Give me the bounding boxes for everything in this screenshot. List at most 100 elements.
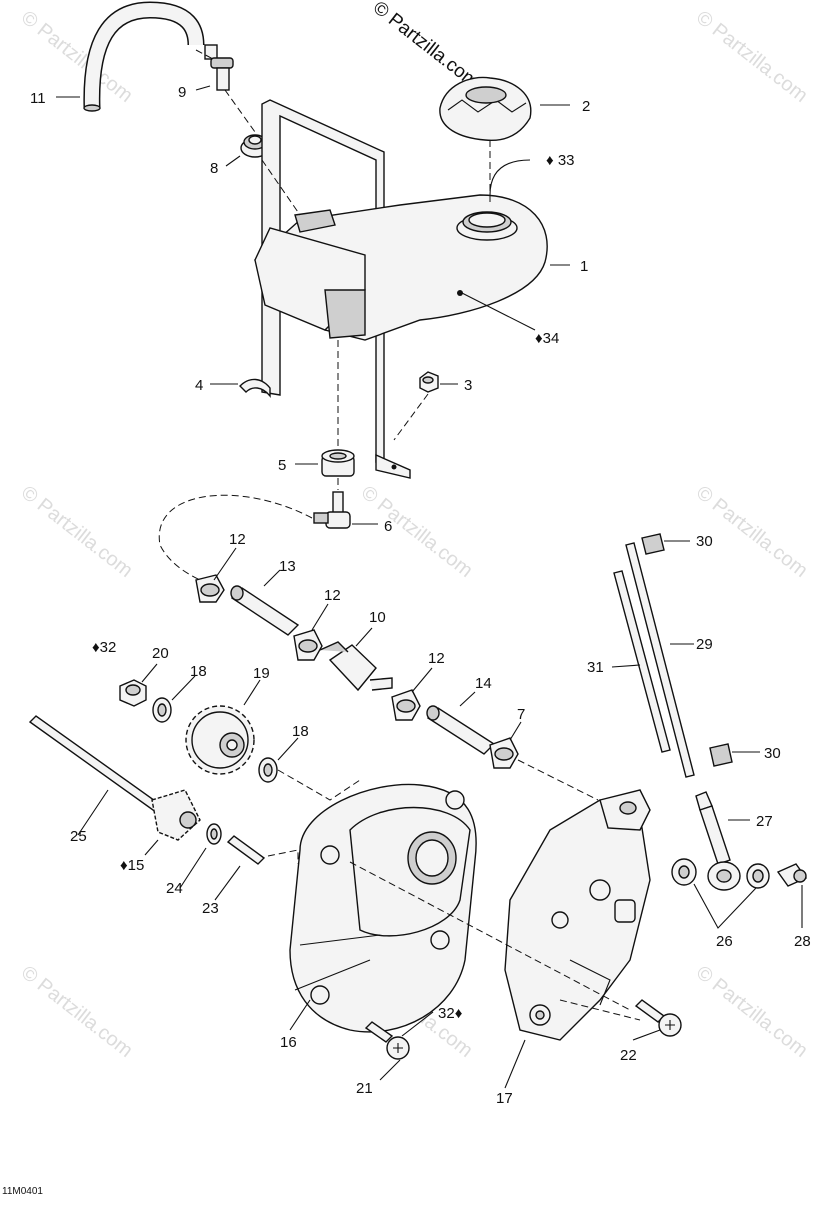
washer-26b xyxy=(746,863,770,889)
clamp-7 xyxy=(489,737,519,769)
watermark: © Partzilla.com xyxy=(692,7,812,107)
callout-18b: 18 xyxy=(292,723,309,740)
clamp-12c xyxy=(391,689,421,721)
callout-34: ♦34 xyxy=(535,330,559,347)
bolt-28 xyxy=(776,863,808,887)
watermark: © Partzilla.com xyxy=(357,482,477,582)
callout-5: 5 xyxy=(278,457,286,474)
watermark: © Partzilla.com xyxy=(692,962,812,1062)
hose-11-end xyxy=(83,104,101,112)
callout-13: 13 xyxy=(279,558,296,575)
watermark: © Partzilla.com xyxy=(17,482,137,582)
hose-11-fill xyxy=(84,2,203,109)
callout-31: 31 xyxy=(587,659,604,676)
callout-6: 6 xyxy=(384,518,392,535)
callout-32a: ♦32 xyxy=(92,639,116,656)
clamp-12b xyxy=(293,629,323,661)
callout-4: 4 xyxy=(195,377,203,394)
callout-2: 2 xyxy=(582,98,590,115)
callout-12a: 12 xyxy=(229,531,246,548)
screw-22 xyxy=(634,999,682,1037)
drop-icon: ♦ xyxy=(546,152,558,169)
elbow-6 xyxy=(313,491,351,529)
shaft-25 xyxy=(28,715,201,841)
guide-line xyxy=(195,49,216,61)
callout-9: 9 xyxy=(178,84,186,101)
callout-21: 21 xyxy=(356,1080,373,1097)
cap-2 xyxy=(439,76,532,142)
leader-lines xyxy=(56,85,803,1089)
cable-29 xyxy=(625,542,695,778)
watermark: © Partzilla.com xyxy=(17,962,137,1062)
guide-line xyxy=(158,494,313,581)
callout-14: 14 xyxy=(475,675,492,692)
guide-line xyxy=(393,393,429,441)
cap-30b xyxy=(709,743,733,767)
callout-24: 24 xyxy=(166,880,183,897)
screw-21 xyxy=(364,1021,410,1060)
guide-line xyxy=(267,849,299,864)
watermark: © Partzilla.com xyxy=(692,482,812,582)
washer-26a xyxy=(671,858,697,886)
banjo-27 xyxy=(695,791,741,891)
nut-3 xyxy=(419,371,439,393)
oil-tank-1 xyxy=(253,194,548,341)
drop-icon: ♦ xyxy=(92,639,100,656)
callout-16: 16 xyxy=(280,1034,297,1051)
callout-30a: 30 xyxy=(696,533,713,550)
hose-14 xyxy=(426,705,496,755)
drop-icon: ♦ xyxy=(455,1005,463,1022)
drop-icon: ♦ xyxy=(120,857,128,874)
callout-20: 20 xyxy=(152,645,169,662)
cap-30a xyxy=(641,533,665,555)
cover-16 xyxy=(289,783,477,1033)
callout-32b: 32♦ xyxy=(438,1005,463,1022)
callout-30b: 30 xyxy=(764,745,781,762)
callout-12c: 12 xyxy=(428,650,445,667)
callout-29: 29 xyxy=(696,636,713,653)
clamp-12a xyxy=(195,574,225,603)
copyright-text: © Partzilla.com xyxy=(369,0,483,93)
callout-11: 11 xyxy=(30,90,46,107)
washer-18b xyxy=(258,757,278,783)
washer-18a xyxy=(152,697,172,723)
callout-17: 17 xyxy=(496,1090,513,1107)
guide-line xyxy=(517,759,599,801)
callout-labels: 11 9 8 2 ♦ 33 1 ♦34 3 4 5 6 12 13 12 10 … xyxy=(30,84,811,1107)
callout-15: ♦15 xyxy=(120,857,144,874)
callout-27: 27 xyxy=(756,813,773,830)
callout-33: ♦ 33 xyxy=(546,152,575,169)
callout-28: 28 xyxy=(794,933,811,950)
diagram-code: 11M0401 xyxy=(2,1186,43,1197)
callout-25: 25 xyxy=(70,828,87,845)
pin-23 xyxy=(226,835,266,865)
washer-24 xyxy=(206,823,222,845)
callout-1: 1 xyxy=(580,258,588,275)
callout-18a: 18 xyxy=(190,663,207,680)
hose-13 xyxy=(230,585,300,636)
callout-10: 10 xyxy=(369,609,386,626)
callout-12b: 12 xyxy=(324,587,341,604)
callout-7: 7 xyxy=(517,706,525,723)
guide-line xyxy=(349,861,631,1011)
grommet-5 xyxy=(321,449,355,477)
cable-31 xyxy=(613,570,671,753)
drop-icon: ♦ xyxy=(535,330,543,347)
guide-line xyxy=(559,999,641,1021)
pump-body-17 xyxy=(504,789,651,1041)
gear-19 xyxy=(185,705,255,775)
nut-20 xyxy=(119,679,147,707)
filter-10 xyxy=(319,641,393,692)
callout-23: 23 xyxy=(202,900,219,917)
callout-3: 3 xyxy=(464,377,472,394)
callout-26: 26 xyxy=(716,933,733,950)
callout-22: 22 xyxy=(620,1047,637,1064)
callout-8: 8 xyxy=(210,160,218,177)
guide-line xyxy=(261,159,301,216)
callout-19: 19 xyxy=(253,665,270,682)
guide-line xyxy=(277,769,361,801)
fitting-9 xyxy=(204,44,234,91)
guide-line xyxy=(224,89,256,133)
